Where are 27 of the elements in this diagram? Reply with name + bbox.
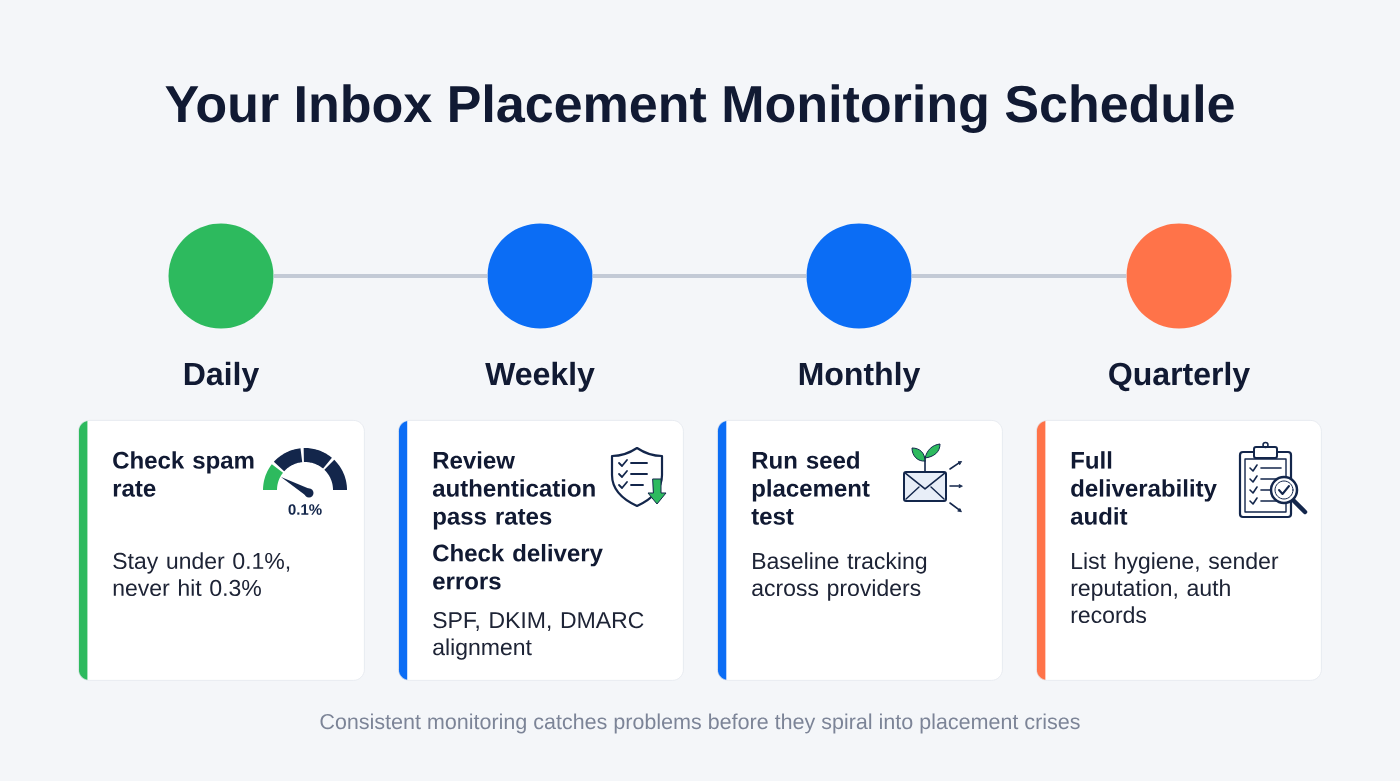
period-label: Quarterly: [1109, 361, 1250, 392]
connector-line: [911, 274, 1127, 278]
period-label: Daily: [184, 361, 260, 392]
card: [398, 420, 684, 681]
title: Your Inbox Placement Monitoring Schedule: [165, 84, 1234, 133]
timeline-dot: [168, 223, 274, 329]
card-text: SPF, DKIM, DMARC alignment: [433, 612, 644, 660]
card-heading: Review authentication pass rates: [432, 451, 595, 530]
card-heading: Run seed placement test: [751, 451, 870, 525]
connector-line: [592, 274, 807, 278]
connector-line: [273, 274, 488, 278]
gauge-value: 0.1%: [288, 504, 322, 515]
timeline-dot: [487, 223, 593, 329]
card-heading: Check delivery errors: [433, 543, 603, 590]
card: [717, 420, 1003, 681]
timeline-dot: [806, 223, 912, 329]
caption: Consistent monitoring catches problems before they spiral into placement crises: [320, 713, 1080, 734]
period-label: Monthly: [799, 361, 921, 392]
card-text: Baseline tracking across providers: [752, 552, 927, 601]
timeline-dot: [1126, 223, 1232, 329]
period-label: Weekly: [485, 361, 595, 392]
card-text: List hygiene, sender reputation, auth records: [1071, 552, 1279, 624]
card-text: Stay under 0.1%, never hit 0.3%: [113, 552, 290, 597]
card-heading: Full deliverability audit: [1070, 451, 1217, 525]
card: [1036, 420, 1322, 681]
card-heading: Check spam rate: [113, 451, 254, 497]
card: [78, 420, 365, 681]
